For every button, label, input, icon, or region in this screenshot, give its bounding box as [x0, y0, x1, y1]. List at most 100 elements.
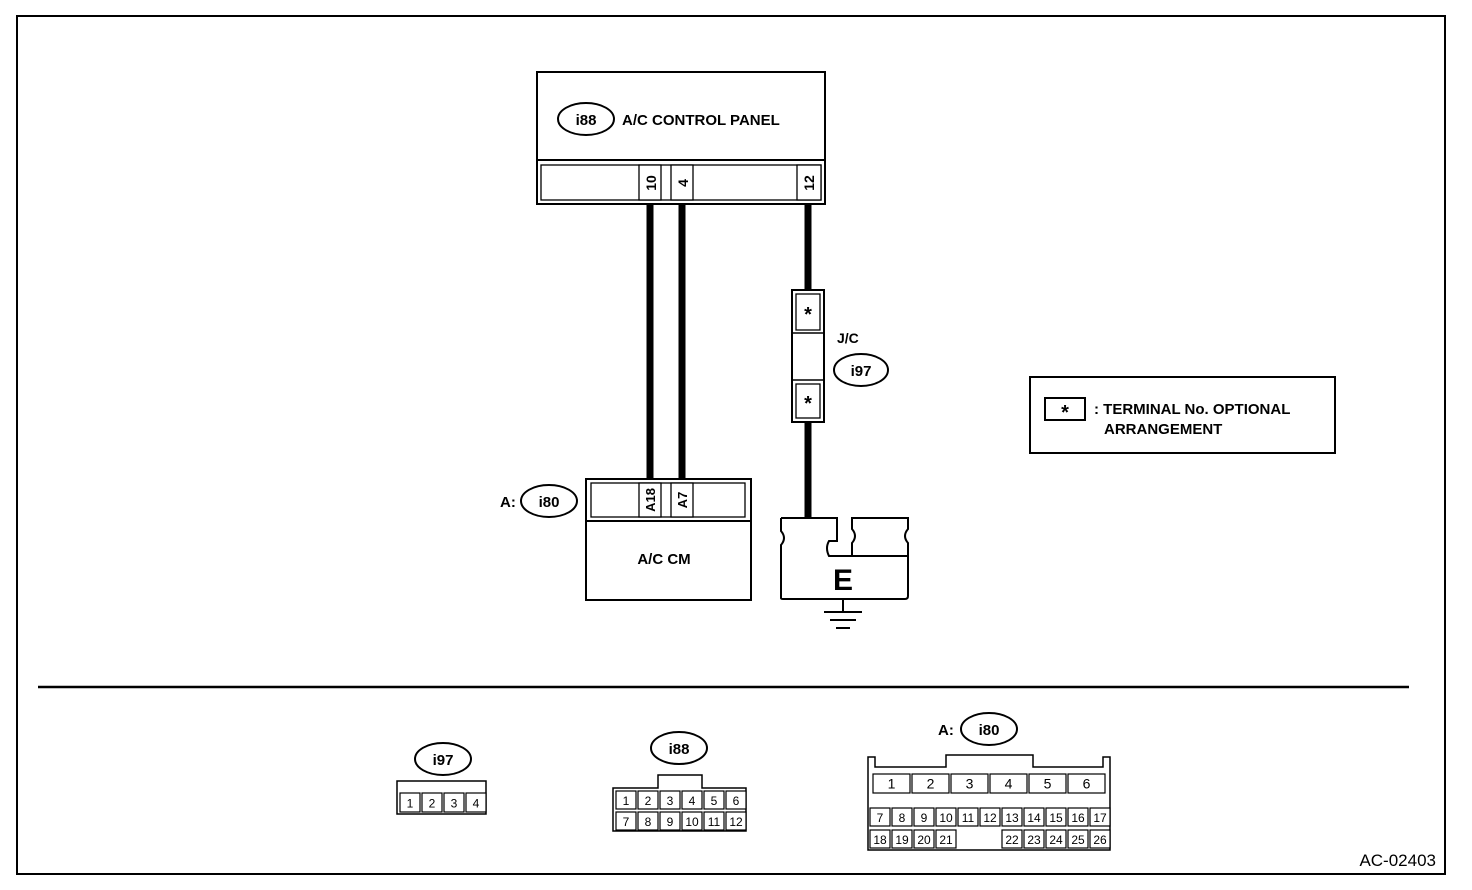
i88-pin-11-number: 11	[708, 815, 721, 829]
i80-pin-26-cell	[1089, 829, 1111, 849]
i80-pin-2-cell	[911, 773, 950, 794]
i80-pin-22-number: 22	[1005, 833, 1019, 847]
i80-pin-19-number: 19	[895, 833, 909, 847]
i80-pin-21-cell	[935, 829, 957, 849]
ac-cm: A18 A7 A/C CM A: i80	[500, 478, 752, 601]
i80-pin-15-number: 15	[1049, 811, 1063, 825]
i80-pin-8-number: 8	[899, 811, 906, 825]
i80-pin-6-number: 6	[1083, 776, 1091, 792]
i80-pin-24-cell	[1045, 829, 1067, 849]
joint-connector: * * J/C i97	[791, 289, 889, 423]
i88-pin-10-cell	[681, 811, 703, 831]
ground-e: E	[780, 517, 909, 629]
i80-pin-9-number: 9	[921, 811, 928, 825]
i80-pin-1-cell	[872, 773, 911, 794]
i88-pin-11-cell	[703, 811, 725, 831]
jc-mark-top: *	[804, 304, 812, 326]
i97-pin-4-cell	[465, 792, 487, 813]
i80-pin-22-cell	[1001, 829, 1023, 849]
i80-pin-4-cell	[989, 773, 1028, 794]
i88-pin-2-number: 2	[645, 794, 652, 808]
i88-pin-10-number: 10	[685, 815, 699, 829]
i97-pin-2-number: 2	[429, 797, 436, 811]
ac-control-panel: i88 A/C CONTROL PANEL 10 4 12	[536, 71, 826, 205]
i88-pin-3-cell	[659, 790, 681, 810]
connector-face-i97: i97 1 2 3 4	[396, 742, 487, 815]
connector-i88-ellipse	[557, 102, 615, 136]
panel-pin-12: 12	[801, 175, 817, 191]
legend-line2: ARRANGEMENT	[1104, 421, 1222, 438]
i80-pin-10-cell	[935, 807, 957, 827]
i80-pin-14-cell	[1023, 807, 1045, 827]
i80-pin-5-number: 5	[1044, 776, 1052, 792]
i80-pin-5-cell	[1028, 773, 1067, 794]
i80-pin-12-cell	[979, 807, 1001, 827]
i80-pin-14-number: 14	[1027, 811, 1041, 825]
i80-pin-1-number: 1	[888, 776, 896, 792]
cm-prefix: A:	[500, 494, 516, 511]
i97-pin-2-cell	[421, 792, 443, 813]
i80-pin-15-cell	[1045, 807, 1067, 827]
i80-pin-16-cell	[1067, 807, 1089, 827]
jc-label: J/C	[837, 330, 859, 346]
i80-pin-17-cell	[1089, 807, 1111, 827]
i88-pin-7-number: 7	[623, 815, 630, 829]
i88-pin-12-number: 12	[729, 815, 743, 829]
i80-pin-20-number: 20	[917, 833, 931, 847]
connector-i80-label: i80	[539, 494, 560, 511]
connector-face-i97-label: i97	[433, 752, 454, 769]
legend-line1: : TERMINAL No. OPTIONAL	[1094, 401, 1290, 418]
i80-pin-4-number: 4	[1005, 776, 1013, 792]
i80-pin-10-number: 10	[939, 811, 953, 825]
i80-pin-2-number: 2	[927, 776, 935, 792]
i88-pin-4-cell	[681, 790, 703, 810]
i88-pin-3-number: 3	[667, 794, 674, 808]
i80-pin-25-cell	[1067, 829, 1089, 849]
i88-pin-9-number: 9	[667, 815, 674, 829]
i88-pin-1-cell	[615, 790, 637, 810]
i88-pin-8-cell	[637, 811, 659, 831]
i80-pin-7-number: 7	[877, 811, 884, 825]
i88-pin-12-cell	[725, 811, 747, 831]
i80-pin-17-number: 17	[1093, 811, 1107, 825]
i97-pin-3-number: 3	[451, 797, 458, 811]
outer-frame	[16, 15, 1446, 875]
wires	[646, 204, 812, 518]
i80-pin-11-number: 11	[962, 811, 975, 825]
connector-face-i80-prefix: A:	[938, 722, 954, 739]
panel-pin-10: 10	[643, 175, 659, 191]
diagram-code: AC-02403	[1359, 851, 1436, 870]
i80-pin-21-number: 21	[939, 833, 953, 847]
connector-i97-label: i97	[851, 363, 872, 380]
i80-pin-3-cell	[950, 773, 989, 794]
legend: * : TERMINAL No. OPTIONAL ARRANGEMENT	[1029, 376, 1336, 454]
i80-pin-18-cell	[869, 829, 891, 849]
i88-pin-5-cell	[703, 790, 725, 810]
i80-pin-19-cell	[891, 829, 913, 849]
cm-pin-a18: A18	[643, 488, 658, 512]
ground-label: E	[833, 564, 853, 597]
i97-pin-3-cell	[443, 792, 465, 813]
i80-pin-6-cell	[1067, 773, 1106, 794]
i97-pin-1-number: 1	[407, 797, 414, 811]
panel-title: A/C CONTROL PANEL	[622, 112, 780, 129]
i88-pin-1-number: 1	[623, 794, 630, 808]
i80-pin-8-cell	[891, 807, 913, 827]
connector-face-i88-label: i88	[669, 741, 690, 758]
i80-pin-3-number: 3	[966, 776, 974, 792]
i80-pin-25-number: 25	[1071, 833, 1085, 847]
cm-pin-a7: A7	[675, 492, 690, 509]
i80-pin-9-cell	[913, 807, 935, 827]
i88-pin-2-cell	[637, 790, 659, 810]
i97-pin-1-cell	[399, 792, 421, 813]
legend-mark: *	[1061, 402, 1069, 424]
i80-pin-24-number: 24	[1049, 833, 1063, 847]
i80-pin-23-cell	[1023, 829, 1045, 849]
i80-pin-13-cell	[1001, 807, 1023, 827]
i88-pin-8-number: 8	[645, 815, 652, 829]
cm-title: A/C CM	[637, 551, 690, 568]
jc-mark-bottom: *	[804, 393, 812, 415]
i97-pin-4-number: 4	[473, 797, 480, 811]
